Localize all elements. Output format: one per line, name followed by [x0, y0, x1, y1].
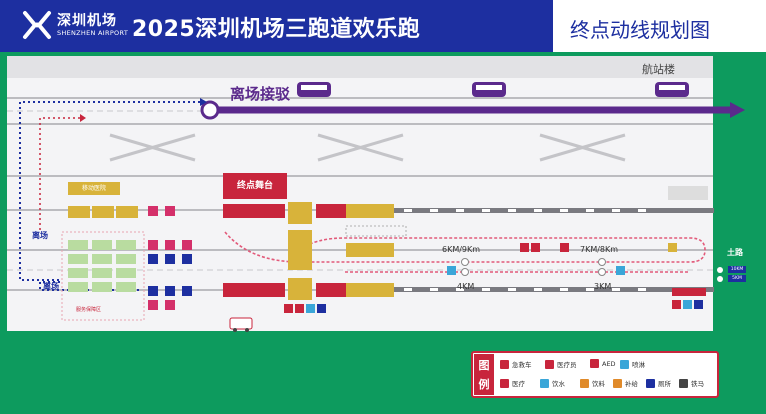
logo-text: 深圳机场	[57, 13, 117, 29]
barrier-icon	[679, 378, 688, 388]
lane-stripes	[394, 208, 714, 292]
service-icons	[284, 243, 706, 313]
leave-label: 离场	[43, 282, 59, 291]
toilet-icon	[646, 378, 655, 388]
distance-label: 7KM/8Km	[580, 245, 619, 254]
legend-item: 急救车	[500, 359, 532, 369]
distance-label: 3KM	[594, 282, 612, 291]
legend-item: 饮料	[580, 378, 605, 388]
leave-shuttle-label: 离场接驳	[230, 85, 291, 103]
shenzhen-airport-logo-icon	[23, 11, 51, 39]
logo-english-text: SHENZHEN AIRPORT	[57, 29, 129, 37]
service-zone-grid	[68, 206, 138, 218]
legend-title: 图例	[474, 354, 494, 395]
legend-item: 医疗员	[545, 359, 577, 369]
legend-item: 铁马	[679, 378, 704, 388]
ambulance-icon	[229, 317, 253, 332]
mobile-hospital-label: 移动医院	[68, 182, 120, 195]
leave-label: 离场	[32, 231, 48, 240]
shuttle-route	[200, 100, 745, 120]
barrier-markers	[148, 206, 192, 310]
lane-blocks	[288, 202, 312, 300]
legend-item: 饮水	[540, 378, 565, 388]
drink-icon	[580, 378, 589, 388]
road-label: 土路	[727, 248, 743, 257]
legend-item: 医疗	[500, 378, 525, 388]
distance-tag: 5KM	[728, 275, 746, 282]
route-checkpoint	[461, 258, 606, 276]
map-legend	[471, 351, 719, 398]
exit-route-red-dotted	[39, 117, 80, 230]
finish-stage-label: 终点舞台	[223, 173, 287, 199]
medic-icon	[545, 359, 554, 369]
exit-route-dotted	[19, 101, 200, 291]
subtitle-panel	[553, 0, 766, 52]
ambulance-icon	[500, 359, 509, 369]
aed-icon	[590, 359, 599, 368]
legend-item: 喷淋	[620, 359, 645, 369]
distance-tag: 10KM	[728, 266, 746, 273]
road-entry-markers	[717, 267, 723, 282]
legend-item: 补给	[613, 378, 638, 388]
legend-item: AED	[590, 359, 616, 368]
page-title: 2025深圳机场三跑道欢乐跑	[132, 17, 421, 42]
terminal-label: 航站楼	[642, 63, 675, 76]
distance-label: 4KM	[457, 282, 475, 291]
page-subtitle: 终点动线规划图	[570, 18, 710, 42]
service-zone-boxes	[68, 240, 136, 292]
distance-label: 6KM/9Km	[442, 245, 481, 254]
zone-label: 服务保障区	[76, 307, 102, 313]
runway-cross-marks	[109, 133, 626, 162]
supply-icon	[613, 378, 622, 388]
water-icon	[540, 378, 549, 388]
race-route-loop	[224, 231, 706, 273]
medical-icon	[500, 378, 509, 388]
terminal-strip	[7, 56, 713, 78]
legend-item: 厕所	[646, 378, 671, 388]
sprinkler-icon	[620, 359, 629, 369]
